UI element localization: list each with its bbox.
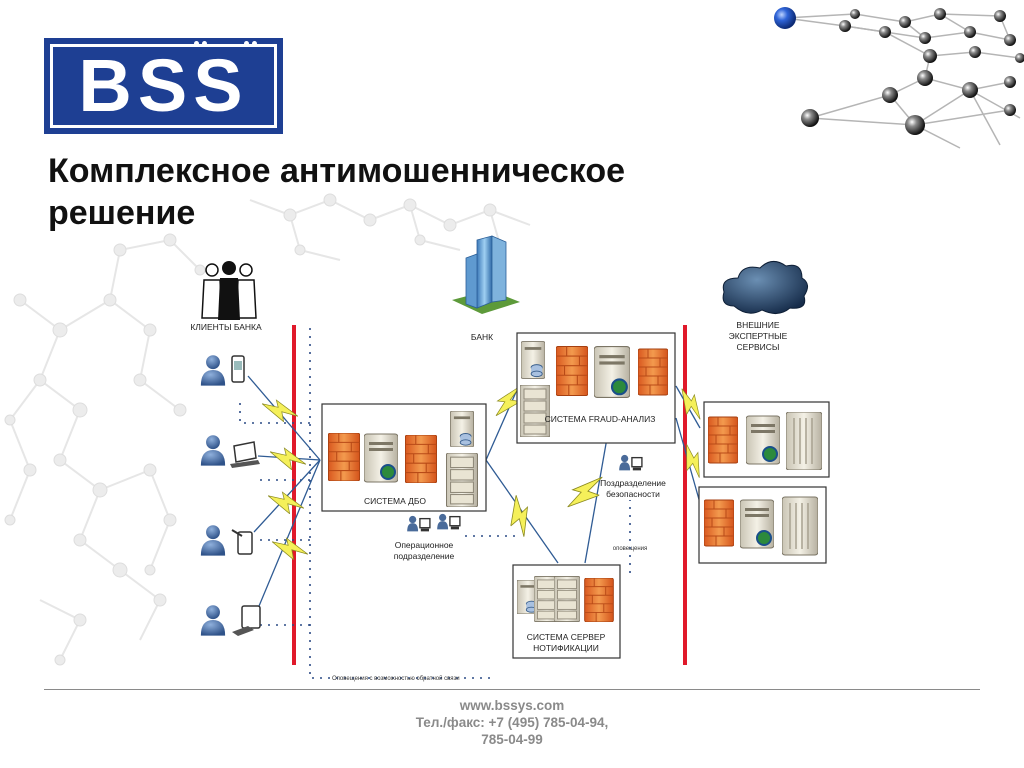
- notification-server-label-line-2: НОТИФИКАЦИИ: [533, 643, 599, 653]
- slide-title-line-2: решение: [48, 194, 196, 232]
- bss-logo-text: BSS: [78, 44, 249, 127]
- anti-fraud-diagram: КЛИЕНТЫ БАНКА БАНК: [190, 235, 830, 682]
- external-service-box-1: [703, 401, 830, 478]
- external-services-cloud-icon: [722, 261, 808, 314]
- operational-unit-operator-icon-1: [406, 515, 431, 533]
- footer-divider: [44, 689, 980, 690]
- external-label-line-1: ВНЕШНИЕ: [736, 320, 780, 330]
- security-unit-label-line-1: Поздразделение: [600, 478, 666, 488]
- client-laptop-user: [200, 435, 260, 468]
- external-label-line-2: ЭКСПЕРТНЫЕ: [729, 331, 788, 341]
- dbo-system-label: СИСТЕМА ДБО: [364, 496, 426, 506]
- bank-label: БАНК: [471, 332, 493, 342]
- client-pda-user: [200, 525, 253, 556]
- footer-phone-line-2: 785-04-99: [481, 732, 543, 747]
- notification-server-box: [512, 564, 621, 659]
- slide-title: Комплексное антимошенническое решение: [48, 150, 748, 234]
- security-unit-label-line-2: безопасности: [606, 489, 660, 499]
- client-mobile-user: [200, 355, 245, 386]
- operational-unit-label-line-2: подразделение: [394, 551, 455, 561]
- security-unit-operator-icon: [618, 454, 643, 472]
- footer-website: www.bssys.com: [459, 698, 565, 713]
- client-desktop-user: [200, 605, 261, 636]
- alerts-small-label: оповещения: [613, 546, 648, 552]
- notification-server-label-line-1: СИСТЕМА СЕРВЕР: [527, 632, 606, 642]
- clients-group-icon: [201, 261, 257, 320]
- bss-logo: BSS: [44, 38, 283, 134]
- external-label-line-3: СЕРВИСЫ: [737, 342, 780, 352]
- feedback-alerts-caption: Оповещения с возможностью обратной связи: [332, 675, 460, 682]
- fraud-analysis-label: СИСТЕМА FRAUD-АНАЛИЗ: [545, 414, 656, 424]
- external-service-box-2: [698, 486, 827, 564]
- fraud-analysis-system-box: [516, 332, 676, 444]
- bank-building-icon: [452, 235, 520, 314]
- footer-phone-line-1: Тел./факс: +7 (495) 785-04-94,: [415, 715, 609, 730]
- slide-title-line-1: Комплексное антимошенническое: [48, 152, 626, 190]
- operational-unit-operator-icon-2: [436, 513, 461, 531]
- dbo-system-box: [321, 403, 487, 512]
- operational-unit-label-line-1: Операционное: [395, 540, 454, 550]
- clients-label: КЛИЕНТЫ БАНКА: [190, 322, 262, 332]
